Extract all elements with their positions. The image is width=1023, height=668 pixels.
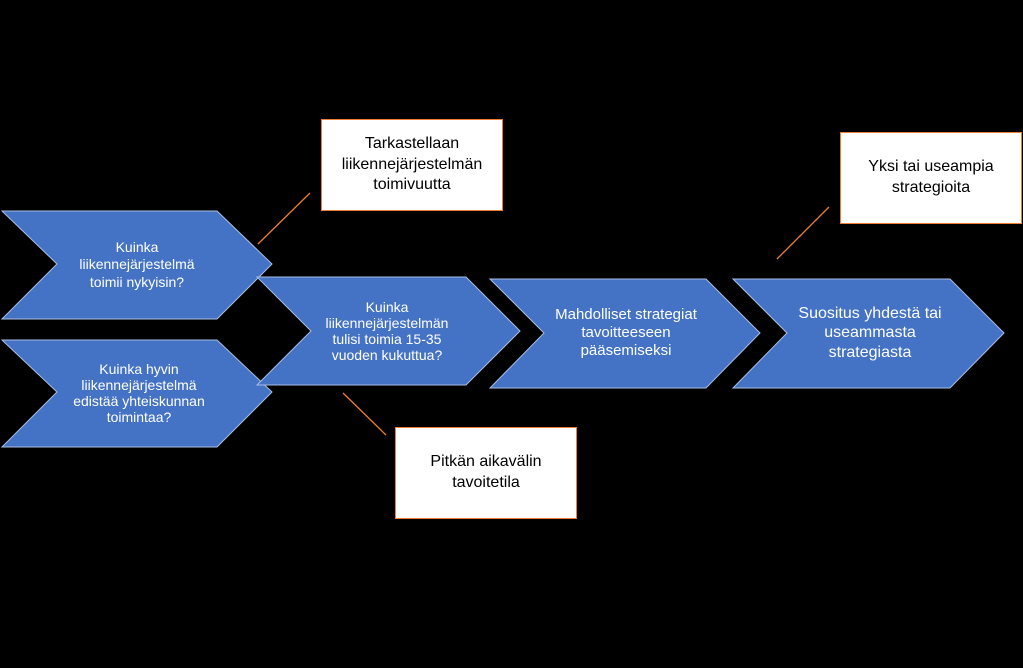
chevron-3 (255, 276, 521, 386)
chevron-5 (731, 278, 1005, 389)
connector-line-3 (776, 206, 830, 260)
connector-line-2 (342, 392, 387, 436)
chevron-2 (0, 339, 273, 448)
chevron-4 (488, 278, 761, 389)
connector-line-1 (257, 192, 311, 245)
chevron-1 (0, 210, 273, 320)
